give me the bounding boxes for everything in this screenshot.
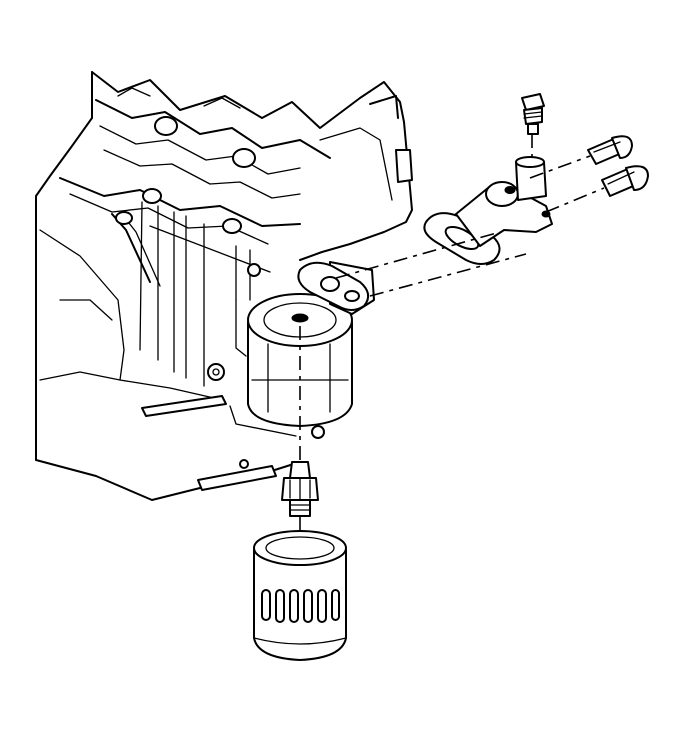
oil-cooler-adapter-gasket	[423, 212, 501, 265]
alignment-lines	[299, 134, 605, 532]
oil-filter-adapter-gasket	[297, 261, 370, 311]
oil-filter	[253, 530, 347, 661]
oil-cooler-adapter	[455, 156, 553, 247]
oil-filter-fitting	[281, 461, 319, 517]
oil-pressure-sensor	[521, 93, 545, 135]
engine-block	[35, 71, 413, 501]
adapter-bolt	[601, 165, 649, 197]
adapter-bolt	[587, 135, 633, 165]
